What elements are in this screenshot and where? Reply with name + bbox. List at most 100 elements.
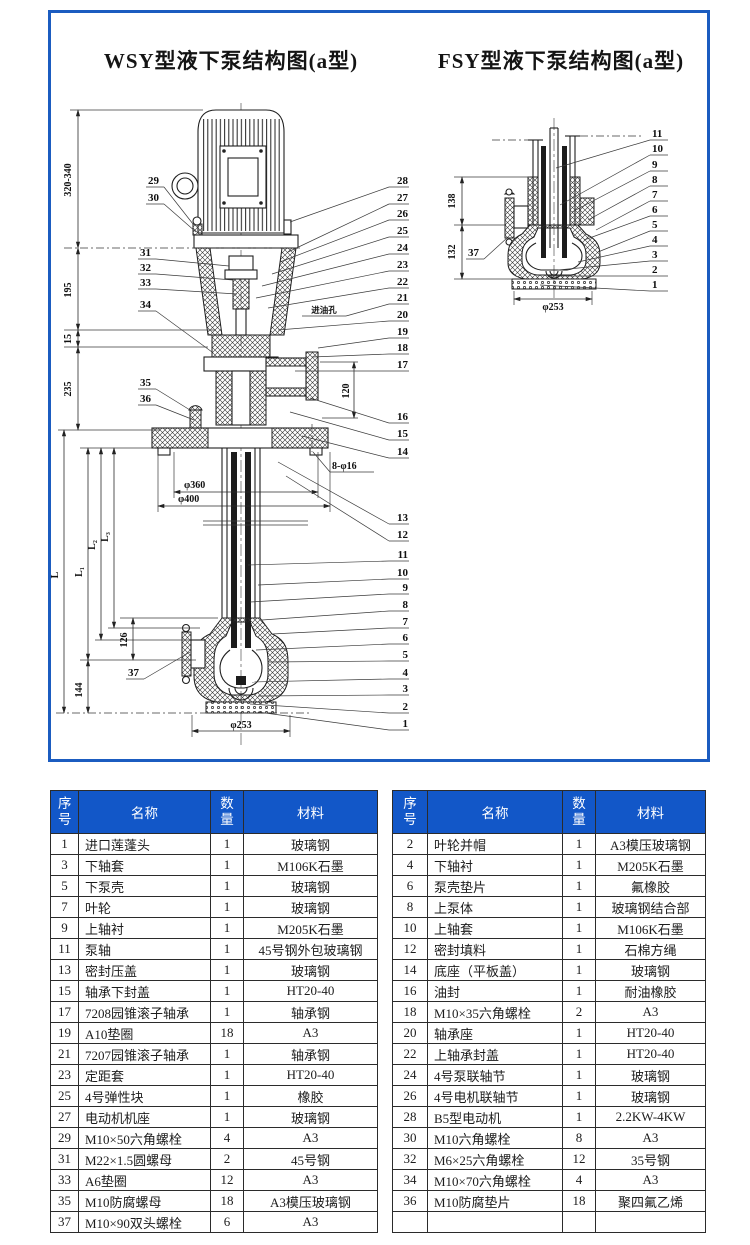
table-cell: 下轴衬 bbox=[427, 854, 563, 876]
table-cell: M10×35六角螺栓 bbox=[427, 1001, 563, 1023]
table-cell: 12 bbox=[562, 1148, 596, 1170]
table-cell: 32 bbox=[392, 1148, 428, 1170]
table-cell: 2 bbox=[392, 833, 428, 855]
table-cell: 下轴套 bbox=[78, 854, 211, 876]
dim-235: 235 bbox=[63, 382, 74, 397]
callout-19: 19 bbox=[397, 326, 409, 338]
table-cell bbox=[595, 1211, 706, 1233]
table-cell: 玻璃钢 bbox=[243, 833, 378, 855]
callout-29: 29 bbox=[148, 175, 160, 187]
table-cell: 36 bbox=[392, 1190, 428, 1212]
table-cell: 油封 bbox=[427, 980, 563, 1002]
table-cell: 4 bbox=[210, 1127, 244, 1149]
col-header-qty: 数量 bbox=[562, 790, 596, 834]
table-cell: 21 bbox=[50, 1043, 79, 1065]
table-cell: 1 bbox=[210, 938, 244, 960]
table-cell: 1 bbox=[562, 875, 596, 897]
table-cell: 1 bbox=[210, 917, 244, 939]
col-header-no: 序号 bbox=[392, 790, 428, 834]
table-cell: M205K石墨 bbox=[595, 854, 706, 876]
table-cell: 4 bbox=[392, 854, 428, 876]
table-cell: 1 bbox=[210, 833, 244, 855]
table-cell: 叶轮并帽 bbox=[427, 833, 563, 855]
table-cell: A3模压玻璃钢 bbox=[595, 833, 706, 855]
table-cell: 35号钢 bbox=[595, 1148, 706, 1170]
table-cell: 24 bbox=[392, 1064, 428, 1086]
table-cell: 35 bbox=[50, 1190, 79, 1212]
table-cell: 37 bbox=[50, 1211, 79, 1233]
table-cell: 19 bbox=[50, 1022, 79, 1044]
table-cell: 1 bbox=[562, 833, 596, 855]
table-cell: 上轴衬 bbox=[78, 917, 211, 939]
callout-4: 4 bbox=[403, 667, 409, 679]
diagram-panel: WSY型液下泵结构图(a型) FSY型液下泵结构图(a型) bbox=[48, 10, 710, 762]
col-header-qty: 数量 bbox=[210, 790, 244, 834]
table-cell: 9 bbox=[50, 917, 79, 939]
table-cell: 16 bbox=[392, 980, 428, 1002]
table-cell: 轴承钢 bbox=[243, 1043, 378, 1065]
table-cell: 12 bbox=[392, 938, 428, 960]
table-cell bbox=[392, 1211, 428, 1233]
table-cell: 玻璃钢结合部 bbox=[595, 896, 706, 918]
table-cell: 1 bbox=[562, 917, 596, 939]
discharge-flange bbox=[265, 351, 319, 401]
fsy-callouts: 11 10 9 8 7 6 5 4 3 bbox=[466, 128, 668, 292]
table-cell bbox=[562, 1211, 596, 1233]
table-cell: M6×25六角螺栓 bbox=[427, 1148, 563, 1170]
table-cell: 26 bbox=[392, 1085, 428, 1107]
callout-26: 26 bbox=[397, 208, 409, 220]
table-cell: HT20-40 bbox=[243, 980, 378, 1002]
callout-23: 23 bbox=[397, 259, 409, 271]
table-cell: 玻璃钢 bbox=[243, 896, 378, 918]
callout-3: 3 bbox=[403, 683, 409, 695]
dim-126: 126 bbox=[119, 633, 130, 648]
table-cell: B5型电动机 bbox=[427, 1106, 563, 1128]
table-cell: A10垫圈 bbox=[78, 1022, 211, 1044]
table-cell: 45号钢 bbox=[243, 1148, 378, 1170]
callout-28: 28 bbox=[397, 175, 409, 187]
table-cell: 上轴承封盖 bbox=[427, 1043, 563, 1065]
col-header-material: 材料 bbox=[595, 790, 706, 834]
table-cell: 14 bbox=[392, 959, 428, 981]
table-cell: A3 bbox=[595, 1127, 706, 1149]
table-cell: 18 bbox=[562, 1190, 596, 1212]
callout-30: 30 bbox=[148, 192, 160, 204]
fsy-callout-8: 8 bbox=[652, 174, 658, 186]
fsy-callout-9: 9 bbox=[652, 159, 658, 171]
table-cell: 1 bbox=[562, 1064, 596, 1086]
table-cell: 4号泵联轴节 bbox=[427, 1064, 563, 1086]
col-header-name: 名称 bbox=[427, 790, 563, 834]
table-cell: 1 bbox=[210, 1085, 244, 1107]
fsy-callout-1: 1 bbox=[652, 279, 658, 291]
table-cell: 1 bbox=[562, 1106, 596, 1128]
fsy-callout-7: 7 bbox=[652, 189, 658, 201]
table-cell: A3 bbox=[595, 1169, 706, 1191]
table-cell: 17 bbox=[50, 1001, 79, 1023]
table-cell: M10六角螺栓 bbox=[427, 1127, 563, 1149]
table-cell: HT20-40 bbox=[595, 1022, 706, 1044]
table-cell: 氟橡胶 bbox=[595, 875, 706, 897]
callout-33: 33 bbox=[140, 277, 152, 289]
fsy-callout-4: 4 bbox=[652, 234, 658, 246]
table-cell: 7208园锥滚子轴承 bbox=[78, 1001, 211, 1023]
oil-hole-label: 进油孔 bbox=[311, 305, 337, 315]
table-cell: 轴承下封盖 bbox=[78, 980, 211, 1002]
dim-320-340: 320-340 bbox=[63, 163, 74, 196]
dim-144: 144 bbox=[74, 683, 85, 698]
